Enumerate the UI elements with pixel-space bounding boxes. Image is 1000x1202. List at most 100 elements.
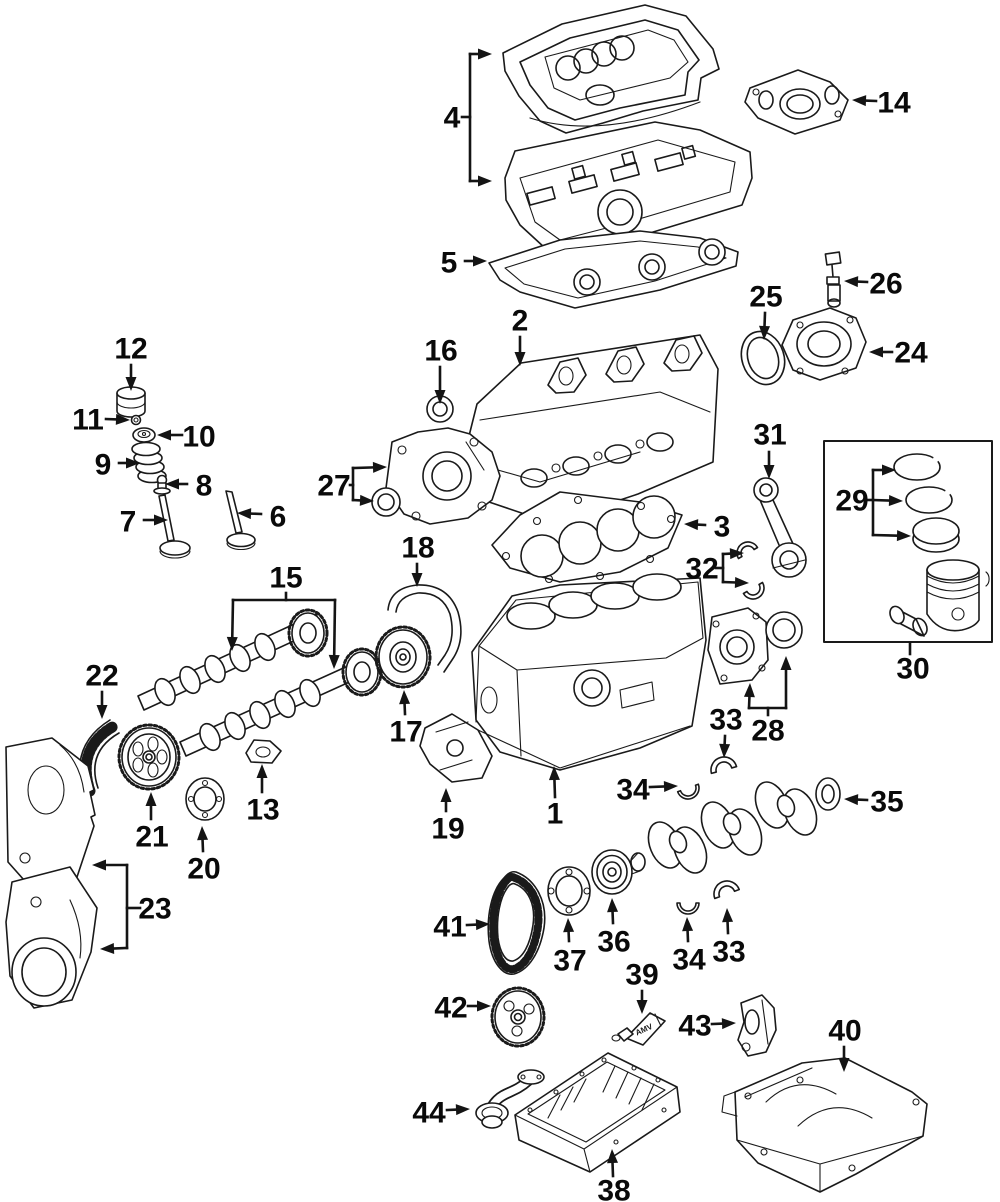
callout-arrowhead [869, 346, 883, 358]
part-timing-cover-lower [5, 866, 98, 1009]
part-rod-bearings [736, 541, 765, 600]
callout-2: 2 [512, 305, 529, 366]
callout-arrowhead [844, 794, 859, 806]
part-drive-pulley [591, 849, 633, 895]
callout-arrowhead [721, 1018, 736, 1030]
callout-arrowhead [126, 457, 140, 469]
callout-label-23: 23 [138, 893, 171, 926]
callout-arrowhead [440, 788, 452, 802]
callout-arrow-line [871, 498, 891, 502]
part-camshafts [137, 608, 383, 757]
part-wrist-pin [889, 605, 928, 637]
part-main-bearing-lower [713, 880, 741, 900]
callout-arrowhead [359, 494, 374, 506]
callout-17: 17 [389, 690, 423, 749]
part-chain-tensioner [737, 994, 777, 1057]
callout-21: 21 [135, 792, 169, 854]
callout-arrowhead [896, 530, 911, 542]
callouts-layer: 1234567891011121314151617181920212223242… [72, 48, 930, 1202]
part-camshaft-gear [117, 723, 181, 791]
callout-arrowhead [722, 908, 734, 923]
callout-20: 20 [187, 826, 221, 886]
callout-arrow-line [332, 598, 337, 657]
callout-label-40: 40 [828, 1015, 861, 1048]
callout-label-34: 34 [672, 944, 706, 977]
callout-44: 44 [412, 1097, 470, 1130]
callout-6: 6 [237, 501, 286, 534]
callout-arrowhead [372, 461, 387, 473]
part-valve-keeper [130, 414, 142, 426]
part-engine-appearance-cover [502, 4, 720, 134]
callout-label-2: 2 [512, 305, 529, 338]
part-main-bearing-upper [710, 756, 738, 775]
callout-10: 10 [157, 421, 216, 454]
callout-22: 22 [85, 660, 119, 719]
callout-label-37: 37 [553, 945, 586, 978]
callout-28: 28 [743, 656, 792, 748]
callout-arrowhead [475, 919, 490, 931]
callout-arrowhead [548, 766, 560, 781]
part-valve-cover-gasket [488, 230, 739, 309]
callout-40: 40 [828, 1015, 862, 1072]
callout-42: 42 [434, 992, 491, 1025]
callout-arrowhead [563, 918, 575, 933]
part-rear-main-seal [707, 607, 803, 685]
callout-arrowhead [226, 636, 238, 651]
callout-arrowhead [759, 325, 771, 340]
part-piston-rings [893, 453, 960, 553]
callout-12: 12 [114, 333, 148, 391]
part-timing-cover-upper [5, 737, 96, 899]
callout-41: 41 [433, 911, 490, 944]
callout-label-12: 12 [114, 333, 147, 366]
callout-arrow-line [648, 785, 666, 789]
callout-label-21: 21 [135, 821, 168, 854]
part-head-gasket [491, 491, 683, 584]
callout-arrowhead [882, 464, 896, 476]
callout-33: 33 [712, 908, 746, 969]
part-oil-pan [514, 1052, 681, 1173]
callout-label-9: 9 [95, 449, 112, 482]
part-cylinder-head [465, 334, 719, 524]
callout-arrowhead [328, 654, 340, 669]
callout-arrowhead [92, 859, 106, 871]
callout-label-34: 34 [616, 774, 650, 807]
callout-label-8: 8 [196, 470, 213, 503]
callout-label-33: 33 [709, 704, 742, 737]
callout-32: 32 [685, 548, 749, 588]
part-oil-pressure-sensor [824, 251, 842, 308]
callout-arrowhead [838, 1058, 850, 1072]
callout-arrowhead [607, 898, 619, 913]
part-front-seal-housing [385, 427, 501, 525]
callout-13: 13 [246, 764, 280, 827]
callout-arrow-line [871, 533, 899, 537]
callout-7: 7 [120, 506, 168, 539]
callout-arrowhead [115, 413, 130, 425]
callout-label-4: 4 [444, 102, 461, 135]
callout-arrowhead [473, 255, 487, 267]
callout-arrowhead [145, 792, 157, 806]
callout-arrow-line [230, 598, 235, 639]
callout-39: 39 [625, 959, 659, 1014]
callout-label-16: 16 [424, 335, 457, 368]
callout-30: 30 [896, 641, 930, 686]
callout-arrowhead [729, 548, 744, 560]
callout-label-6: 6 [270, 501, 287, 534]
callout-29: 29 [835, 464, 911, 542]
callout-label-3: 3 [714, 511, 731, 544]
callout-9: 9 [95, 449, 140, 482]
callout-arrowhead [852, 95, 867, 107]
callout-3: 3 [684, 511, 730, 544]
callout-16: 16 [424, 335, 458, 404]
part-spring-retainer [132, 427, 156, 443]
part-thrust-washer-upper [676, 783, 700, 800]
callout-arrowhead [165, 478, 179, 490]
callout-arrowhead [844, 276, 859, 288]
callout-arrowhead [636, 1000, 648, 1014]
callout-11: 11 [72, 404, 130, 437]
callout-label-28: 28 [751, 715, 784, 748]
callout-19: 19 [431, 788, 465, 846]
callout-arrowhead [477, 1000, 491, 1012]
parts-layer: AMV [5, 4, 993, 1193]
